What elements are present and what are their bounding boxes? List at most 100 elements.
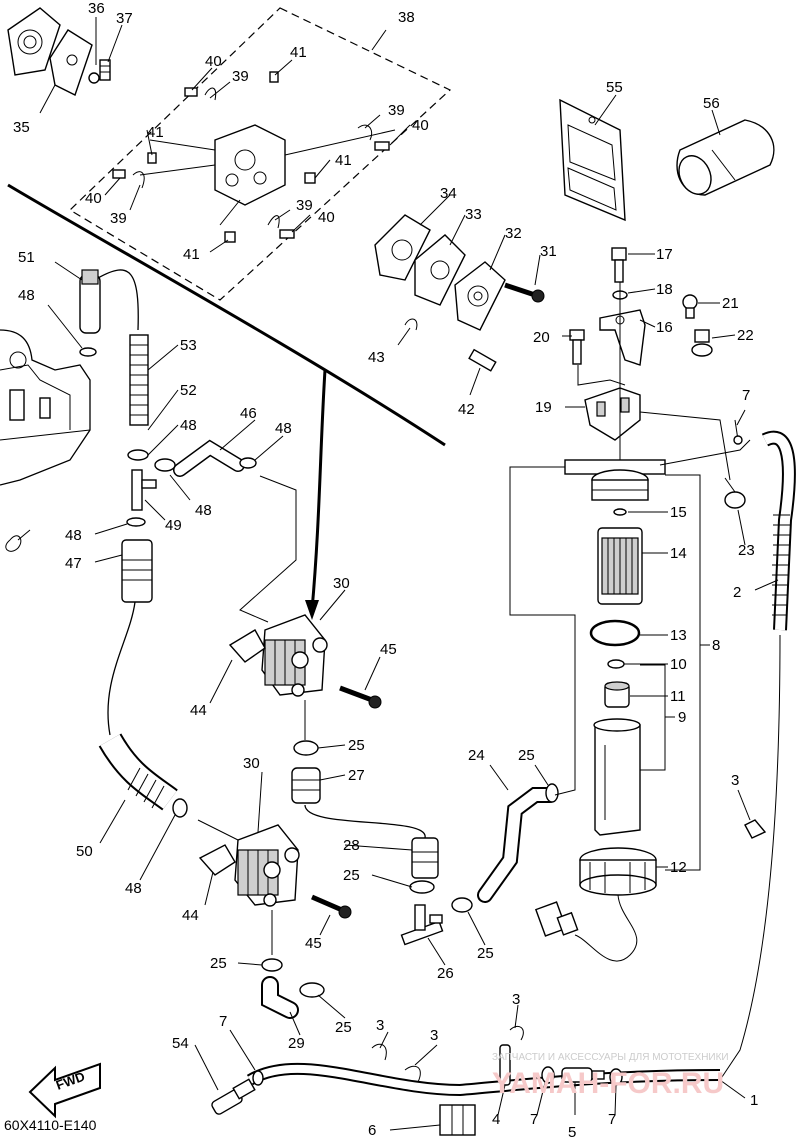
fwd-arrow: FWD bbox=[28, 1062, 101, 1119]
part-56-filter-sleeve bbox=[676, 119, 775, 196]
part-19-bracket bbox=[584, 387, 641, 441]
part-48-clamp-4 bbox=[79, 347, 97, 357]
callout-9: 9 bbox=[678, 709, 686, 726]
callout-25b: 25 bbox=[343, 867, 360, 884]
part-25-clamp-d bbox=[299, 982, 325, 998]
watermark-line1: ЗАПЧАСТИ И АКСЕССУАРЫ ДЛЯ МОТОТЕХНИКИ bbox=[492, 1052, 729, 1063]
callout-33: 33 bbox=[465, 206, 482, 223]
part-47-hose-run bbox=[107, 601, 136, 736]
callout-6: 6 bbox=[368, 1122, 376, 1139]
part-42-pin bbox=[468, 348, 497, 372]
part-3-clip-c bbox=[509, 1025, 524, 1041]
part-48-clamp-2 bbox=[239, 457, 257, 469]
part-25-clamp-c bbox=[261, 958, 283, 972]
inner-pump-body bbox=[139, 124, 396, 226]
callout-41d: 41 bbox=[183, 246, 200, 263]
main-fuel-line bbox=[719, 634, 781, 1081]
part-7-clip-mid bbox=[541, 1066, 555, 1084]
callout-18: 18 bbox=[656, 281, 673, 298]
callout-38: 38 bbox=[398, 9, 415, 26]
callout-25d: 25 bbox=[335, 1019, 352, 1036]
callout-4: 4 bbox=[492, 1111, 500, 1128]
part-22-grommet bbox=[691, 329, 713, 357]
part-13-o-ring bbox=[589, 619, 641, 647]
callout-17: 17 bbox=[656, 246, 673, 263]
callout-40c: 40 bbox=[85, 190, 102, 207]
callout-25f: 25 bbox=[518, 747, 535, 764]
callout-53: 53 bbox=[180, 337, 197, 354]
part-46-hose bbox=[173, 439, 245, 477]
leader-hose-to-pump bbox=[239, 475, 297, 623]
callout-48f: 48 bbox=[125, 880, 142, 897]
callout-24: 24 bbox=[468, 747, 485, 764]
callout-27: 27 bbox=[348, 767, 365, 784]
leader-48-to-pump bbox=[197, 819, 239, 841]
part-12-cup-nut bbox=[579, 847, 657, 896]
bracket-part-9 bbox=[640, 664, 666, 771]
callout-13: 13 bbox=[670, 627, 687, 644]
callout-39b: 39 bbox=[388, 102, 405, 119]
dashed-box-fasteners bbox=[112, 71, 390, 243]
part-11-float bbox=[604, 681, 630, 708]
part-53-hose-corrugated bbox=[129, 334, 149, 426]
pump-kit-dashed-boundary bbox=[69, 7, 452, 301]
callout-7c: 7 bbox=[530, 1111, 538, 1128]
part-17-screw bbox=[611, 247, 627, 283]
part-31-bolt bbox=[504, 282, 545, 303]
callout-leaders bbox=[39, 17, 779, 1131]
part-44-gasket-lower bbox=[198, 844, 236, 876]
part-29-elbow-inner bbox=[263, 978, 297, 1017]
part-45-bolt-lower bbox=[311, 894, 352, 919]
part-3-clip-a bbox=[371, 1043, 387, 1061]
callout-43: 43 bbox=[368, 349, 385, 366]
callout-25e: 25 bbox=[477, 945, 494, 962]
part-28-fitting bbox=[411, 837, 439, 879]
part-7-clip-top-ring bbox=[733, 435, 743, 445]
callout-7b: 7 bbox=[219, 1013, 227, 1030]
callout-48b: 48 bbox=[180, 417, 197, 434]
lower-fuel-pump-30 bbox=[234, 824, 300, 907]
part-15-o-ring bbox=[613, 508, 627, 516]
water-sensor-connector bbox=[534, 901, 579, 937]
callout-25a: 25 bbox=[348, 737, 365, 754]
part-53-hose-upper bbox=[97, 269, 139, 331]
part-52-ring bbox=[127, 449, 149, 461]
part-16-bracket bbox=[599, 309, 646, 366]
part-10-o-ring bbox=[607, 659, 625, 669]
callout-14: 14 bbox=[670, 545, 687, 562]
part-23-elbow bbox=[724, 491, 746, 509]
callout-26: 26 bbox=[437, 965, 454, 982]
part-48-clamp-1 bbox=[154, 458, 176, 472]
part-48-clamp-3 bbox=[126, 517, 146, 527]
callout-labels: 36 37 38 35 41 40 39 41 39 40 41 40 39 3… bbox=[13, 0, 758, 1141]
callout-5: 5 bbox=[568, 1124, 576, 1141]
part-54-connector bbox=[211, 1078, 256, 1115]
part-25-clamp-b bbox=[409, 880, 435, 894]
part-25-clamp-a bbox=[293, 740, 319, 756]
callout-20: 20 bbox=[533, 329, 550, 346]
watermark-line2: YAMAH-FOR.RU bbox=[492, 1067, 724, 1100]
callout-41c: 41 bbox=[335, 152, 352, 169]
callout-3a: 3 bbox=[731, 772, 739, 789]
part-3-clip-right bbox=[744, 819, 767, 839]
callout-48c: 48 bbox=[275, 420, 292, 437]
callout-39d: 39 bbox=[296, 197, 313, 214]
part-21-grommet bbox=[682, 294, 698, 319]
callout-51: 51 bbox=[18, 249, 35, 266]
callout-45a: 45 bbox=[380, 641, 397, 658]
callout-42: 42 bbox=[458, 401, 475, 418]
leader-19-to-23 bbox=[639, 411, 731, 481]
callout-8: 8 bbox=[712, 637, 720, 654]
callout-7a: 7 bbox=[742, 387, 750, 404]
part-49-tee-fitting bbox=[131, 469, 157, 511]
callout-21: 21 bbox=[722, 295, 739, 312]
leader-head-to-hose bbox=[659, 439, 751, 466]
callout-2: 2 bbox=[733, 584, 741, 601]
part-24-hose bbox=[477, 787, 558, 903]
callout-56: 56 bbox=[703, 95, 720, 112]
callout-12: 12 bbox=[670, 859, 687, 876]
part-26-tee bbox=[400, 904, 444, 946]
bracket-part-8 bbox=[665, 474, 701, 871]
part-20-bolt bbox=[569, 329, 585, 365]
callout-48e: 48 bbox=[65, 527, 82, 544]
